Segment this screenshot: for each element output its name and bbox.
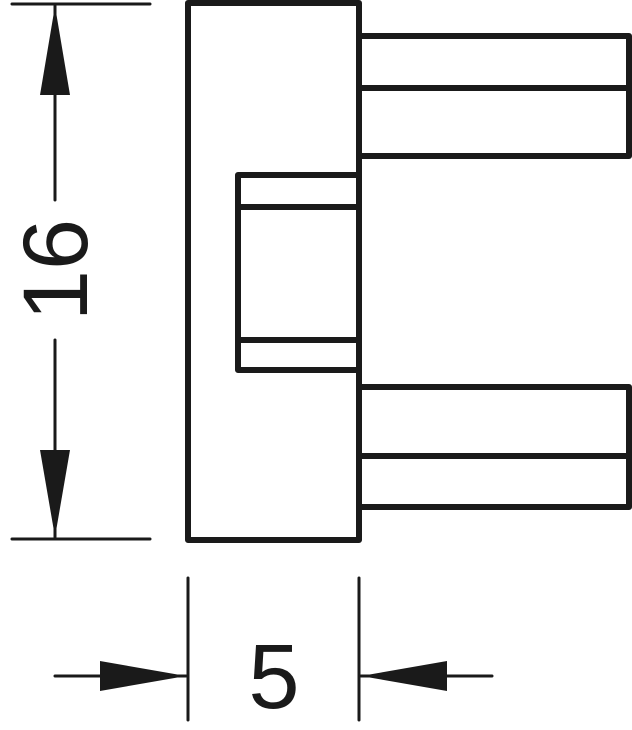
height-arrow-down: [40, 450, 70, 537]
width-dimension: 5: [53, 576, 494, 728]
upper-pin: [356, 33, 632, 159]
width-arrow-left: [361, 661, 447, 691]
height-label: 16: [5, 219, 107, 321]
height-dimension: 16: [5, 2, 152, 541]
main-body: [185, 0, 362, 543]
height-arrow-up: [40, 6, 70, 95]
lower-pin: [356, 384, 632, 510]
center-tab: [235, 172, 362, 373]
width-arrow-right: [100, 661, 186, 691]
width-label: 5: [248, 626, 299, 728]
